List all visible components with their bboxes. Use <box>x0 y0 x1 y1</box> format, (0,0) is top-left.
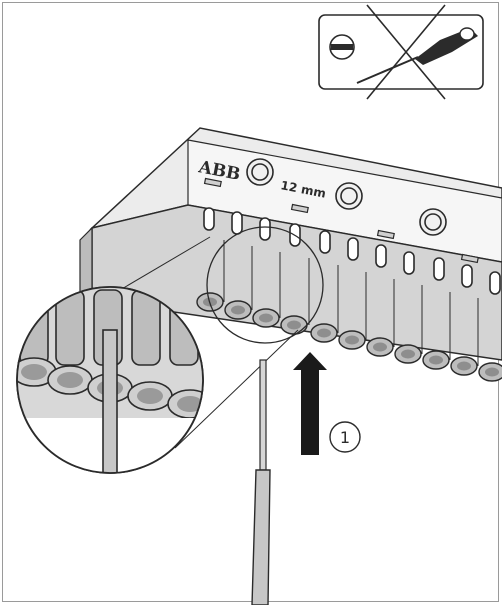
no-screwdriver-icon <box>318 4 484 100</box>
detail-focus-circle <box>206 226 324 344</box>
wire <box>251 359 271 605</box>
arrow-up-icon <box>293 352 327 455</box>
terminal-block <box>79 127 502 382</box>
magnified-detail <box>16 286 204 474</box>
step-number: 1 <box>340 428 350 447</box>
callout-line-top <box>119 236 211 291</box>
step-badge <box>329 421 361 453</box>
callout-line-bottom <box>174 329 299 449</box>
screw-icon <box>246 158 447 236</box>
